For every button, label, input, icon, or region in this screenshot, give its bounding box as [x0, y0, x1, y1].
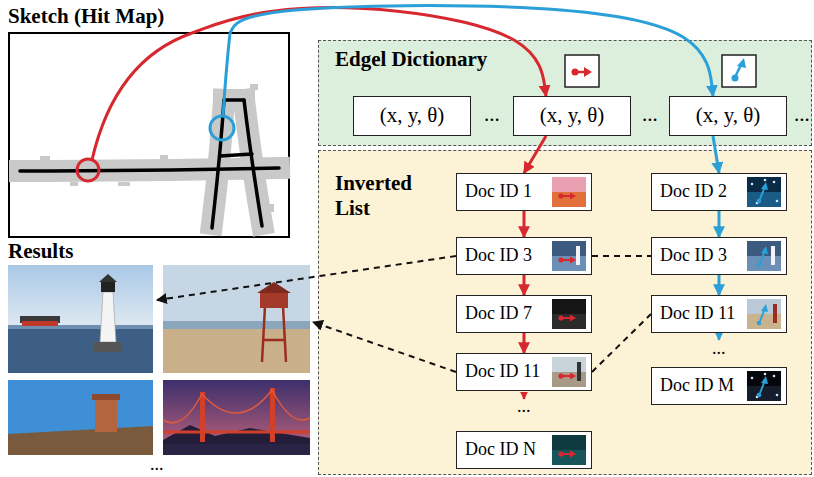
inverted-list-region: Inverted List Doc ID 1 Doc ID 3 Doc ID 7 Doc… — [318, 150, 812, 475]
connector — [192, 8, 546, 96]
connector — [718, 275, 721, 295]
thumbnail — [747, 177, 781, 207]
ellipsis: ... — [517, 396, 531, 418]
doc-entry: Doc ID 2 — [651, 173, 787, 211]
edgel-entry: (x, y, θ) — [669, 96, 787, 136]
sketch-strokes — [20, 100, 279, 228]
result-pointer — [313, 322, 456, 372]
connector — [713, 136, 719, 173]
leader-lines — [157, 256, 719, 399]
query-edgel-blue — [210, 116, 234, 140]
ellipsis: ... — [642, 102, 658, 127]
region-title: Inverted List — [335, 171, 435, 221]
thumbnail — [552, 435, 586, 465]
connectors — [192, 6, 719, 372]
doc-id: Doc ID N — [465, 439, 536, 461]
connector — [524, 136, 546, 173]
edgel-icon — [722, 55, 756, 87]
hit-map — [20, 100, 279, 224]
connector — [523, 275, 526, 295]
thumbnail — [747, 299, 781, 329]
ellipsis: ... — [794, 102, 810, 127]
section-title: Results — [8, 239, 73, 264]
doc-entry: Doc ID 1 — [456, 173, 592, 211]
doc-entry: Doc ID N — [456, 431, 592, 469]
edgel-text: (x, y, θ) — [540, 103, 605, 128]
doc-id: Doc ID 1 — [465, 181, 532, 203]
result-pointer — [157, 256, 456, 300]
doc-id: Doc ID M — [660, 375, 734, 397]
query-edgel-red — [77, 159, 99, 181]
hit-map-pixels — [40, 84, 274, 212]
doc-id: Doc ID 3 — [465, 245, 532, 267]
panel-title: Sketch (Hit Map) — [8, 4, 164, 29]
thumbnail — [747, 241, 781, 271]
thumbnail — [552, 241, 586, 271]
thumbnail — [552, 177, 586, 207]
doc-id: Doc ID 11 — [465, 361, 540, 383]
doc-id: Doc ID 7 — [465, 303, 532, 325]
region-title: Edgel Dictionary — [335, 47, 487, 72]
doc-entry: Doc ID 3 — [651, 237, 787, 275]
thumbnail — [552, 357, 586, 387]
doc-id: Doc ID 3 — [660, 245, 727, 267]
edgel-entry: (x, y, θ) — [353, 96, 471, 136]
connector — [718, 211, 721, 237]
thumbnail — [552, 299, 586, 329]
ellipsis: ... — [150, 454, 164, 476]
connector — [592, 255, 651, 257]
connector — [230, 6, 713, 96]
edgel-icon — [565, 55, 599, 87]
connector — [523, 333, 526, 353]
doc-entry: Doc ID 11 — [651, 295, 787, 333]
query-lead-blue — [223, 33, 230, 116]
connector — [523, 211, 526, 237]
doc-id: Doc ID 2 — [660, 181, 727, 203]
result-photo — [163, 380, 310, 455]
doc-entry: Doc ID 7 — [456, 295, 592, 333]
thumbnail — [747, 371, 781, 401]
query-lead-red — [92, 33, 192, 160]
doc-entry: Doc ID M — [651, 367, 787, 405]
edgel-text: (x, y, θ) — [696, 103, 761, 128]
doc-entry: Doc ID 3 — [456, 237, 592, 275]
connector — [592, 314, 651, 372]
edgel-entry: (x, y, θ) — [513, 96, 631, 136]
result-photo — [8, 380, 153, 455]
ellipsis: ... — [484, 102, 500, 127]
doc-id: Doc ID 11 — [660, 303, 735, 325]
edgel-text: (x, y, θ) — [380, 103, 445, 128]
doc-entry: Doc ID 11 — [456, 353, 592, 391]
result-photo — [8, 265, 153, 373]
ellipsis: ... — [712, 338, 726, 360]
